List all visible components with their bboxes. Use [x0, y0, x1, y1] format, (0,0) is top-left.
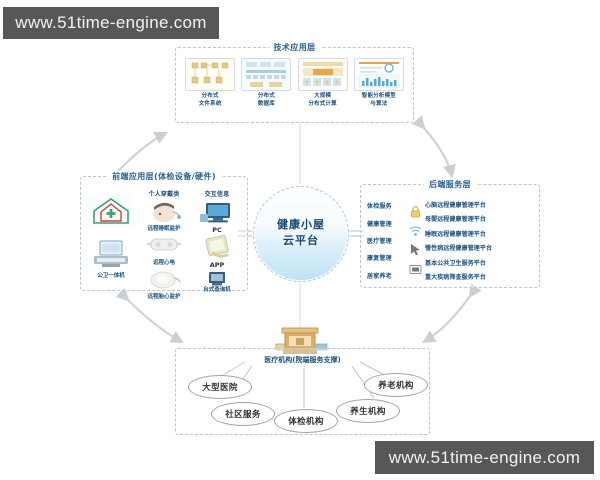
- medical-node-health-check-institution[interactable]: 体检机构: [274, 409, 338, 433]
- frontend-item-remote-fetal-monitor[interactable]: 远程胎心监护: [146, 268, 182, 301]
- backend-platform-list: 心脑远程健康管理平台 母婴远程健康管理平台 睡眠远程健康管理平台 慢性病远程健康…: [423, 197, 535, 284]
- tech-label-line2: 数据库: [257, 100, 275, 107]
- connector-frontend-to-medical: [115, 287, 184, 344]
- distributed-database-icon: [241, 58, 292, 91]
- backend-platform[interactable]: 母婴远程健康管理平台: [425, 216, 487, 224]
- connector-backend-to-medical: [422, 283, 482, 344]
- desktop-kiosk-icon: [199, 271, 235, 287]
- medical-node-community-service[interactable]: 社区服务: [211, 402, 275, 426]
- remote-ecg-icon: [146, 234, 182, 260]
- tech-item-distributed-file-system[interactable]: 分布式 文件系统: [185, 58, 236, 109]
- backend-platform[interactable]: 睡眠远程健康管理平台: [425, 230, 487, 238]
- medical-layer-panel: 医疗机构(院端服务支撑) 大型医院 社区服务 体检机构 养生机构 养老机构: [175, 348, 430, 435]
- backend-layer-panel: 后端服务层 体检服务 健康管理 医疗管理 康复管理 居家养老: [360, 179, 540, 288]
- backend-category[interactable]: 医疗管理: [367, 237, 392, 245]
- remote-sleep-monitor-icon: [146, 200, 182, 226]
- tech-label-line1: 分布式: [201, 93, 219, 99]
- frontend-item-pc[interactable]: PC: [199, 200, 235, 234]
- backend-platform[interactable]: 慢性病远程健康管理平台: [425, 245, 493, 253]
- tech-item-label: 大规模 分布式计算: [298, 93, 348, 109]
- wifi-icon: [409, 222, 422, 241]
- frontend-layer-columns: 公卫一体机 个人穿戴类 远程睡眠监护: [85, 189, 243, 300]
- frontend-item-label: PC: [212, 226, 222, 234]
- connector-tech-to-backend: [411, 115, 456, 179]
- center-platform-label: 健康小屋 云平台: [253, 217, 349, 249]
- tech-item-large-scale-computing[interactable]: 大规模 分布式计算: [297, 58, 348, 109]
- center-label-line2: 云平台: [283, 233, 319, 247]
- frontend-item-label: 远程心电: [152, 260, 175, 267]
- mobile-app-icon: [199, 235, 235, 261]
- frontend-column-interaction: 交互信息 PC: [191, 189, 243, 293]
- remote-fetal-monitor-icon: [146, 268, 182, 294]
- watermark-top: www.51time-engine.com: [3, 7, 219, 39]
- backend-platform[interactable]: 基本公共卫生服务平台: [425, 259, 487, 267]
- backend-layer-title: 后端服务层: [424, 179, 476, 190]
- frontend-item-health-house[interactable]: [88, 193, 134, 228]
- center-circle-ring: [253, 186, 349, 282]
- large-scale-computing-icon: [297, 58, 348, 91]
- tech-label-line2: 分布式计算: [308, 100, 337, 107]
- frontend-column-devices: 公卫一体机: [85, 189, 137, 286]
- tech-item-label: 智能分析模型 与算法: [354, 93, 404, 109]
- backend-platform[interactable]: 重大疾病筛查服务平台: [425, 274, 487, 282]
- frontend-column-head: 交互信息: [204, 191, 230, 198]
- pc-icon: [199, 200, 235, 226]
- medical-node-wellness-institution[interactable]: 养生机构: [336, 399, 400, 423]
- backend-platform[interactable]: 心脑远程健康管理平台: [425, 201, 487, 209]
- tech-item-label: 分布式 文件系统: [185, 93, 235, 109]
- backend-icon-column: [407, 197, 423, 284]
- tech-item-intelligent-analysis-model[interactable]: 智能分析模型 与算法: [353, 58, 404, 109]
- center-label-line1: 健康小屋: [277, 218, 325, 231]
- tech-item-distributed-database[interactable]: 分布式 数据库: [241, 58, 292, 109]
- frontend-item-mobile-app[interactable]: APP: [199, 235, 235, 269]
- frontend-item-remote-sleep-monitor[interactable]: 远程睡眠监护: [146, 200, 182, 233]
- frontend-item-label: 公卫一体机: [97, 272, 125, 279]
- distributed-file-system-icon: [185, 58, 236, 91]
- backend-layer-body: 体检服务 健康管理 医疗管理 康复管理 居家养老: [367, 197, 535, 284]
- server-icon: [409, 260, 422, 279]
- backend-category[interactable]: 健康管理: [367, 220, 392, 228]
- intelligent-analysis-model-icon: [353, 58, 404, 91]
- cursor-arrow-icon: [409, 241, 422, 260]
- frontend-item-public-health-machine[interactable]: 公卫一体机: [88, 239, 134, 280]
- medical-node-elderly-care-institution[interactable]: 养老机构: [364, 373, 428, 397]
- tech-item-label: 分布式 数据库: [241, 93, 291, 109]
- frontend-item-remote-ecg[interactable]: 远程心电: [146, 234, 182, 267]
- tech-label-line2: 与算法: [370, 100, 388, 107]
- frontend-item-desktop-kiosk[interactable]: 台式查询机: [199, 271, 235, 294]
- tech-layer-panel: 技术应用层: [175, 42, 414, 123]
- medical-node-large-hospital[interactable]: 大型医院: [188, 375, 252, 399]
- backend-category-list: 体检服务 健康管理 医疗管理 康复管理 居家养老: [367, 197, 407, 284]
- tech-layer-title: 技术应用层: [268, 42, 321, 53]
- public-health-machine-icon: [88, 239, 134, 273]
- frontend-column-wearables: 个人穿戴类 远程睡眠监护: [138, 189, 190, 300]
- watermark-bottom: www.51time-engine.com: [375, 441, 594, 474]
- center-cloud-platform[interactable]: 健康小屋 云平台: [253, 186, 349, 282]
- frontend-layer-title: 前端应用层(体检设备/硬件): [107, 171, 221, 182]
- medical-layer-title: 医疗机构(院端服务支撑): [264, 356, 341, 364]
- frontend-item-label: APP: [209, 261, 225, 270]
- backend-category[interactable]: 居家养老: [367, 272, 392, 280]
- tech-label-line1: 智能分析模型: [361, 93, 396, 99]
- frontend-item-label: 台式查询机: [203, 286, 231, 293]
- tech-label-line1: 大规模: [314, 93, 332, 99]
- frontend-item-label: 远程胎心监护: [147, 294, 181, 301]
- tech-label-line2: 文件系统: [198, 100, 222, 107]
- health-house-icon: [88, 193, 134, 228]
- backend-category[interactable]: 康复管理: [367, 255, 392, 263]
- frontend-layer-panel: 前端应用层(体检设备/硬件): [80, 171, 248, 300]
- tech-layer-items: 分布式 文件系统: [182, 58, 407, 118]
- tech-label-line1: 分布式: [257, 93, 275, 99]
- frontend-item-label: 远程睡眠监护: [147, 226, 181, 232]
- lock-icon: [409, 203, 422, 222]
- backend-category[interactable]: 体检服务: [367, 203, 392, 211]
- frontend-column-head: 个人穿戴类: [148, 191, 180, 198]
